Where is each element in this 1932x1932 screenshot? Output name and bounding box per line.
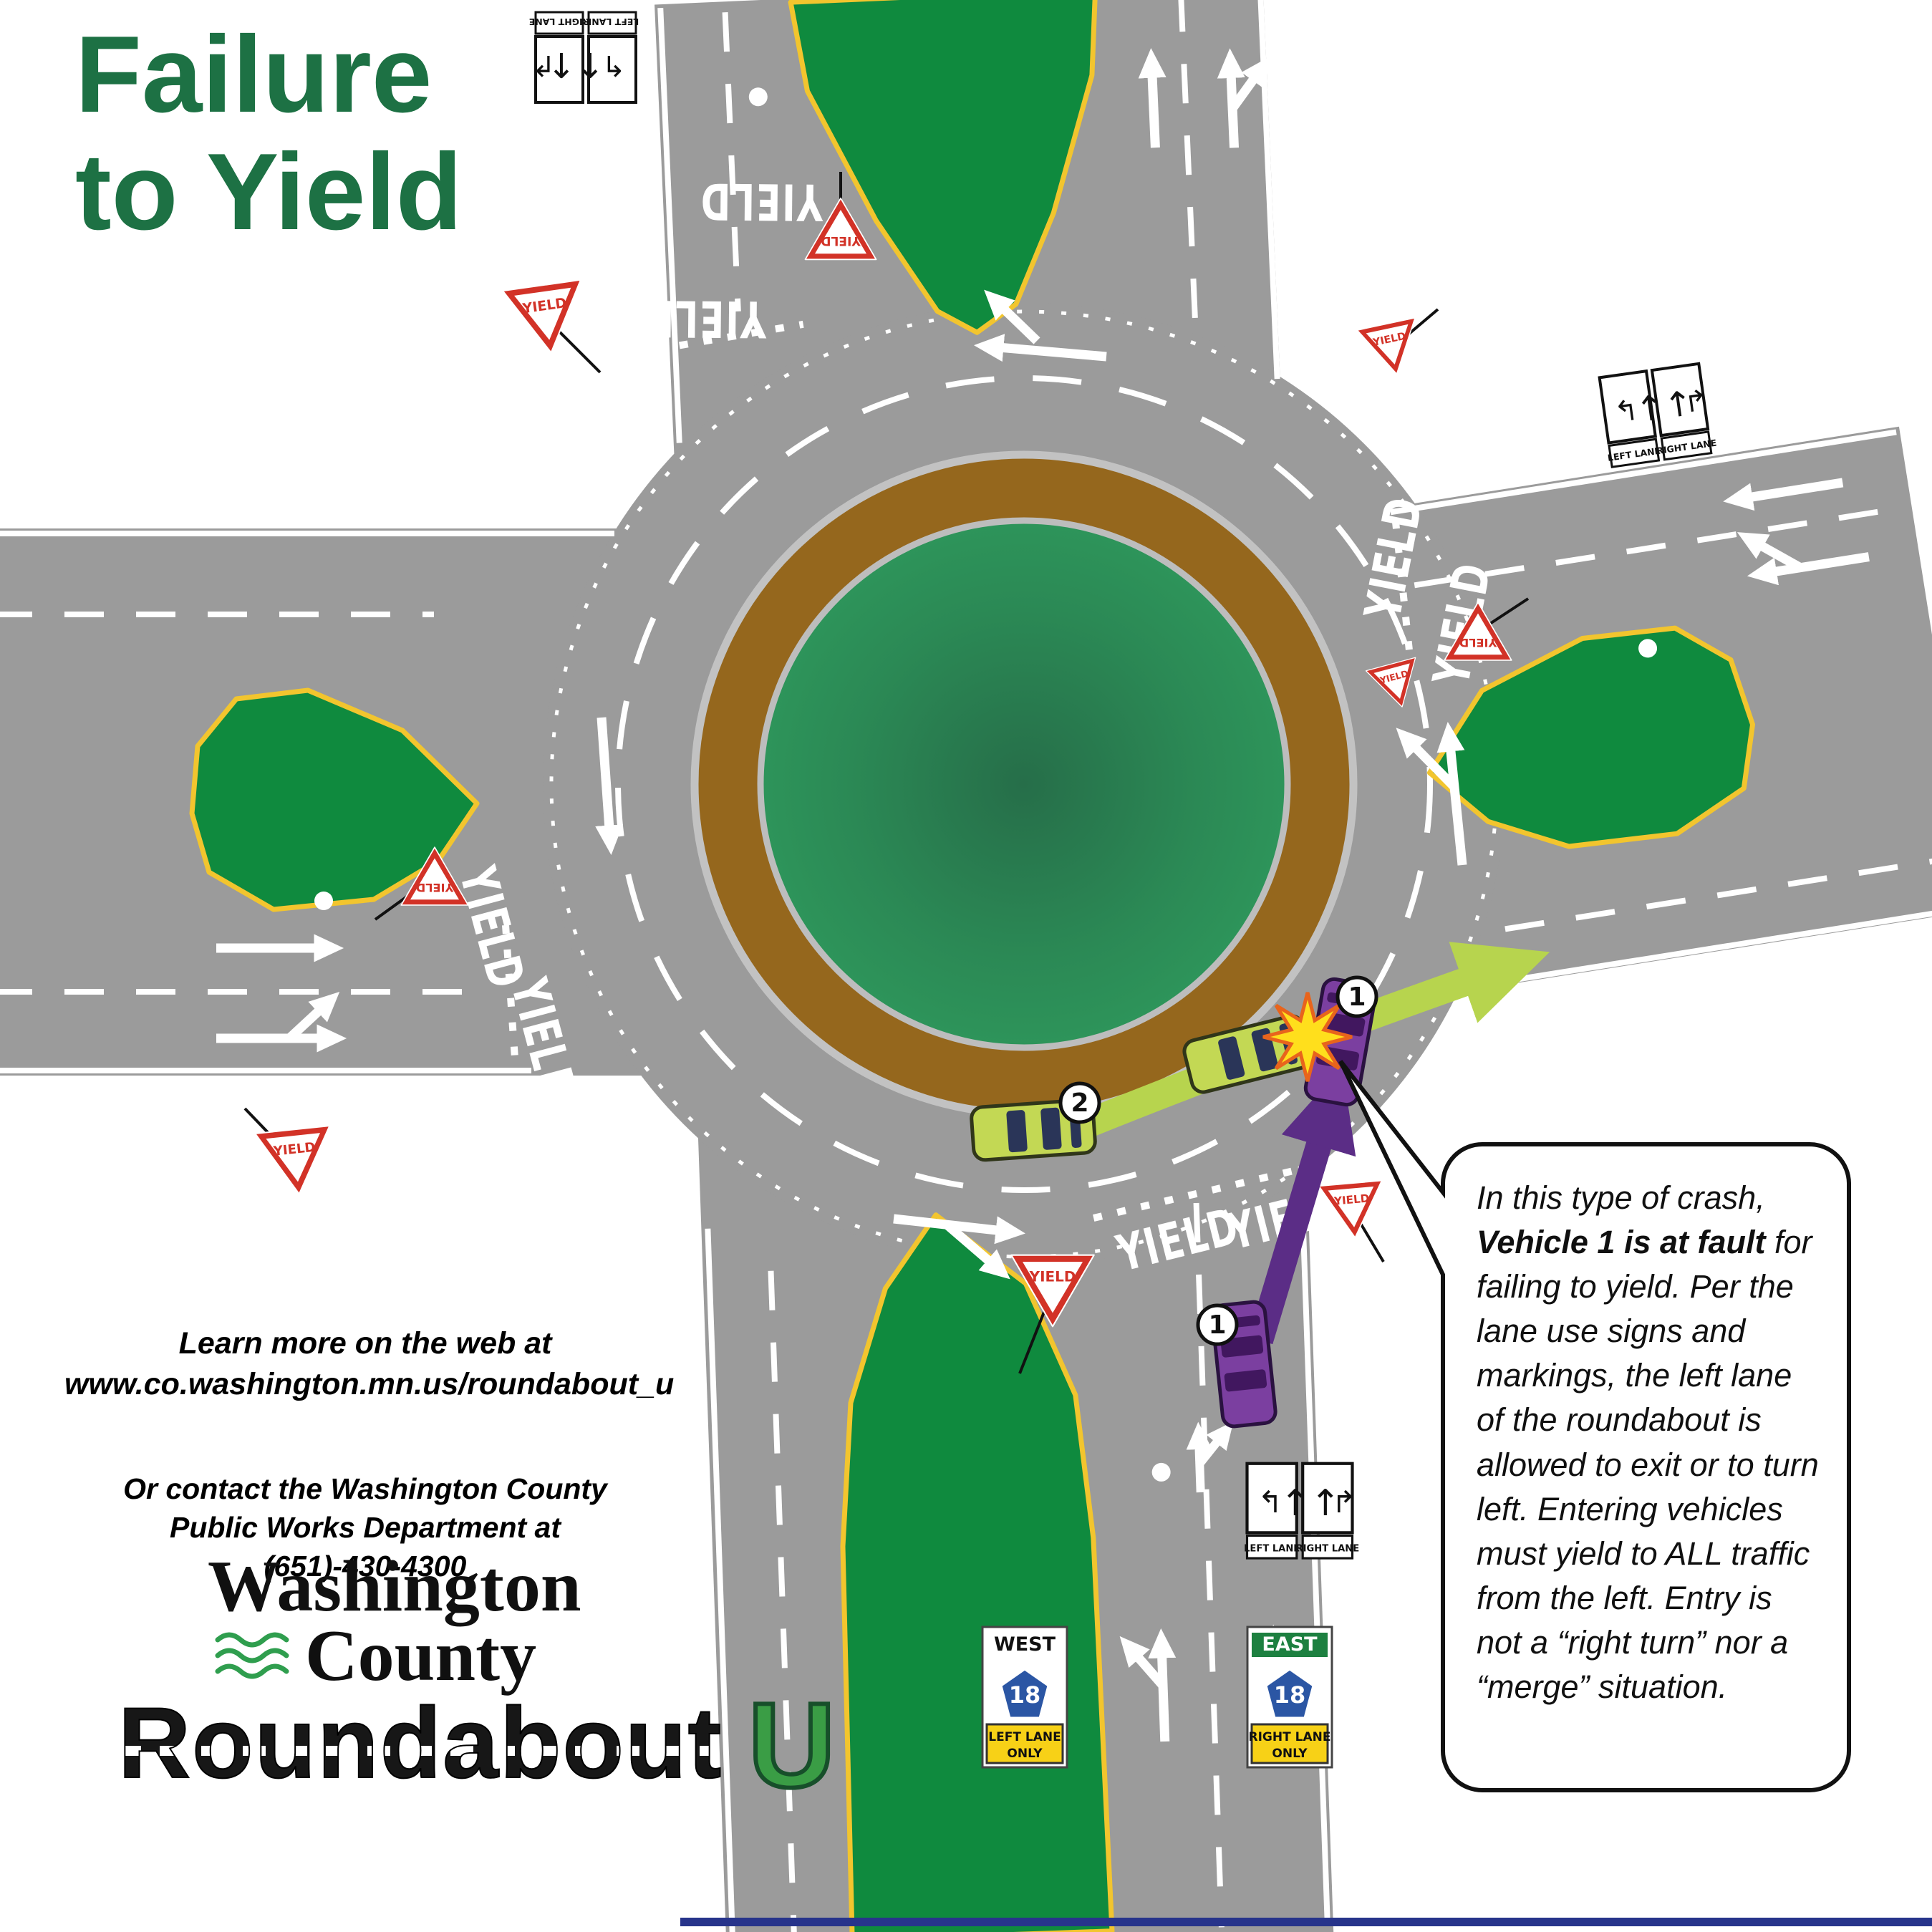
up-arrow-icon: ↑ <box>576 44 604 84</box>
callout-lead: In this type of crash, <box>1477 1179 1765 1216</box>
yield-sign: YIELD <box>1356 317 1416 375</box>
vehicle-1-badge-crash: 1 <box>1336 975 1378 1018</box>
title-line2: to Yield <box>75 131 463 253</box>
callout-fault-statement: Vehicle 1 is at fault <box>1477 1224 1766 1261</box>
up-arrow-icon: ↑ <box>547 44 576 84</box>
left-hook-arrow-icon: ↰ <box>602 49 626 82</box>
circulating-lane-divider <box>615 375 1433 1193</box>
up-arrow-icon: ↑ <box>1661 383 1696 427</box>
circulating-arrows <box>595 289 1467 1280</box>
up-arrow-icon: ↑ <box>1310 1482 1341 1524</box>
logo-u: U <box>748 1683 835 1812</box>
yield-sign: YIELD <box>804 197 877 261</box>
route-number: 18 <box>1009 1681 1041 1709</box>
splitter-island-east <box>1427 625 1756 849</box>
yield-sign: YIELD <box>1318 1179 1383 1239</box>
yield-sign: YIELD <box>1010 1254 1095 1328</box>
yield-sign: YIELD <box>1444 602 1512 661</box>
leg-east-detail: YIELD YIELD <box>1354 429 1932 992</box>
callout-bubble <box>1338 1060 1851 1792</box>
svg-text:1: 1 <box>1348 982 1366 1012</box>
svg-text:ONLY: ONLY <box>1007 1747 1043 1761</box>
website-url: www.co.washington.mn.us/roundabout_u <box>64 1366 675 1401</box>
yield-sign: YIELD <box>501 279 581 354</box>
svg-text:RIGHT LANE: RIGHT LANE <box>1249 1730 1331 1744</box>
logo-county: County <box>305 1615 537 1696</box>
pavement-yield: YIELD <box>642 289 767 347</box>
central-island <box>757 517 1291 1051</box>
up-arrow-icon: ↑ <box>1633 387 1668 430</box>
right-hook-arrow-icon: ↱ <box>531 49 556 82</box>
learn-more-text: Learn more on the web at www.co.washingt… <box>64 1323 675 1405</box>
right-hook-arrow-icon: ↱ <box>1682 384 1711 420</box>
phone-number: (651)-430-4300 <box>264 1550 467 1583</box>
pedestrian-dot <box>314 892 333 910</box>
splitter-island-west <box>189 687 480 912</box>
svg-text:YIELD: YIELD <box>1029 1267 1076 1285</box>
yield-sign: YIELD <box>400 846 469 906</box>
yield-line-south <box>1093 1166 1301 1222</box>
callout-body: for failing to yield. Per the lane use s… <box>1477 1224 1819 1706</box>
yield-sign: YIELD <box>254 1125 331 1195</box>
pedestrian-dot <box>748 87 768 107</box>
roundabout-u-logo: Roundabout U <box>118 1683 837 1815</box>
footer-accent-bar <box>680 1918 1932 1926</box>
green-waves-icon <box>215 1632 289 1679</box>
vehicle-1-badge-entering: 1 <box>1196 1303 1239 1346</box>
route-shield-east-18: EAST 18 RIGHT LANE ONLY <box>1246 1626 1333 1769</box>
callout-explanation: In this type of crash, Vehicle 1 is at f… <box>1477 1176 1822 1709</box>
yield-signs: YIELD YIELD YIELD YIELD YIELD <box>243 172 1530 1374</box>
logo-roundabout: Roundabout <box>118 1686 723 1799</box>
page-title: Failure to Yield <box>75 16 463 251</box>
leg-north-detail: YIELD YIELD <box>642 0 1280 443</box>
right-lane-plaque: RIGHT LANE <box>529 16 590 27</box>
route-number: 18 <box>1274 1681 1306 1709</box>
lane-use-sign-south: ↰ ↑ ↑ ↱ LEFT LANE RIGHT LANE <box>1244 1462 1360 1560</box>
logo-washington: Washington <box>208 1546 581 1627</box>
left-hook-arrow-icon: ↰ <box>1613 393 1641 429</box>
pedestrian-dot <box>1151 1462 1171 1482</box>
left-hook-arrow-icon: ↰ <box>1257 1484 1283 1520</box>
pedestrian-dot <box>1638 639 1658 658</box>
crash-star <box>1262 992 1353 1082</box>
lane-use-sign-east: ↰ ↑ ↑ ↱ LEFT LANE RIGHT LANE <box>1598 362 1717 468</box>
svg-text:YIELD: YIELD <box>1333 1192 1370 1207</box>
yield-line-north <box>678 320 804 349</box>
county-shield <box>1265 1668 1315 1719</box>
right-hook-arrow-icon: ↱ <box>1331 1484 1356 1520</box>
svg-text:1: 1 <box>1208 1310 1226 1340</box>
lane-use-sign-north: ↰ ↑ ↑ ↱ LEFT LANE RIGHT LANE <box>529 11 639 104</box>
west-label: WEST <box>994 1633 1056 1656</box>
yield-sign: YIELD <box>1365 657 1416 707</box>
svg-text:YIELD: YIELD <box>1459 636 1497 649</box>
title-line1: Failure <box>75 14 433 135</box>
left-lane-plaque: LEFT LANE <box>586 16 639 27</box>
svg-text:YIELD: YIELD <box>821 233 861 248</box>
east-label: EAST <box>1262 1633 1318 1656</box>
svg-text:LEFT LANE: LEFT LANE <box>988 1730 1061 1744</box>
route-shield-west-18: WEST 18 LEFT LANE ONLY <box>981 1626 1068 1769</box>
vehicle1-path-arrow <box>1247 1066 1356 1345</box>
pavement-yield: YIELD <box>699 171 823 230</box>
right-lane-plaque: RIGHT LANE <box>1296 1544 1360 1555</box>
vehicle-2-badge: 2 <box>1058 1081 1101 1124</box>
up-arrow-icon: ↑ <box>1280 1482 1310 1524</box>
svg-text:YIELD: YIELD <box>416 881 454 894</box>
county-shield <box>1000 1668 1050 1719</box>
svg-text:ONLY: ONLY <box>1272 1747 1308 1761</box>
contact-text: Or contact the Washington County Public … <box>64 1469 666 1585</box>
left-lane-plaque: LEFT LANE <box>1244 1544 1300 1555</box>
svg-text:2: 2 <box>1071 1088 1088 1118</box>
washington-county-logo: Washington County <box>208 1546 581 1696</box>
